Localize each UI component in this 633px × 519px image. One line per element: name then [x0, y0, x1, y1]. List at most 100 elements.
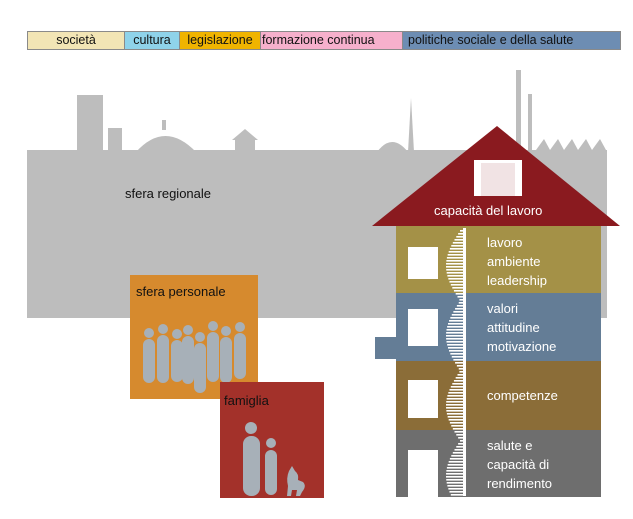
floor-4-line-3: rendimento	[487, 476, 553, 491]
stair-step-20	[453, 290, 463, 292]
stair-step-5	[451, 245, 463, 247]
floor-1-line-1: lavoro	[487, 235, 523, 250]
stair-step-25	[456, 305, 463, 307]
stair-step-18	[450, 284, 463, 286]
stair-step-26	[455, 308, 463, 310]
stair-step-37	[446, 341, 463, 343]
stair-step-59	[446, 407, 463, 409]
stair-step-19	[452, 287, 463, 289]
stair-step-46	[458, 368, 463, 370]
stair-step-44	[455, 362, 463, 364]
stair-step-0	[460, 230, 463, 232]
stair-step-83	[446, 479, 463, 481]
stair-step-82	[446, 476, 463, 478]
stair-step-22	[457, 296, 463, 298]
stair-step-1	[458, 233, 463, 235]
personal-sphere-label: sfera personale	[136, 284, 226, 299]
stair-step-16	[448, 278, 463, 280]
house-side-ledge	[375, 337, 398, 359]
legend-item-politiche: politiche sociale e della salute	[403, 32, 620, 49]
stair-step-74	[452, 452, 463, 454]
stair-step-32	[447, 326, 463, 328]
stair-step-69	[458, 437, 463, 439]
stair-step-77	[448, 461, 463, 463]
stair-step-80	[446, 470, 463, 472]
stair-step-76	[449, 458, 463, 460]
stair-step-29	[450, 317, 463, 319]
stair-step-87	[449, 491, 463, 493]
legend-item-societa: società	[28, 32, 125, 49]
stair-step-66	[452, 428, 463, 430]
stair-step-79	[446, 467, 463, 469]
stair-step-43	[453, 359, 463, 361]
floor-2-label: valori attitudine motivazione	[487, 299, 556, 356]
stair-step-33	[446, 329, 463, 331]
stair-step-54	[448, 392, 463, 394]
stair-step-11	[446, 263, 463, 265]
stair-step-13	[446, 269, 463, 271]
stair-step-31	[447, 323, 463, 325]
personal-sphere-box	[130, 275, 258, 399]
stair-step-8	[447, 254, 463, 256]
stair-step-10	[446, 260, 463, 262]
stair-step-81	[446, 473, 463, 475]
staircase-spine	[463, 228, 466, 496]
stair-step-73	[454, 449, 463, 451]
floor-4-line-2: capacità di	[487, 457, 550, 472]
floor-4-line-1: salute e	[487, 438, 533, 453]
stair-step-88	[450, 494, 463, 496]
stair-step-51	[452, 383, 463, 385]
stair-step-17	[449, 281, 463, 283]
floor-3-label: competenze	[487, 386, 558, 405]
stair-step-58	[446, 404, 463, 406]
stair-step-4	[452, 242, 463, 244]
stair-step-48	[457, 374, 463, 376]
family-label: famiglia	[224, 393, 269, 408]
stair-step-14	[446, 272, 463, 274]
stair-step-27	[453, 311, 463, 313]
floor-1-label: lavoro ambiente leadership	[487, 233, 547, 290]
stair-step-55	[447, 395, 463, 397]
stair-step-41	[450, 353, 463, 355]
stair-step-52	[450, 386, 463, 388]
stair-step-78	[447, 464, 463, 466]
stair-step-53	[449, 389, 463, 391]
stair-step-86	[448, 488, 463, 490]
stair-step-28	[451, 314, 463, 316]
stair-step-36	[446, 338, 463, 340]
stair-step-34	[446, 332, 463, 334]
stair-step-63	[448, 419, 463, 421]
roof-window	[474, 160, 522, 196]
stair-step-60	[446, 410, 463, 412]
stair-step-85	[447, 485, 463, 487]
door	[408, 450, 438, 497]
stair-step-42	[451, 356, 463, 358]
legend-item-formazione-continua: formazione continua	[261, 32, 403, 49]
stair-step-65	[451, 425, 463, 427]
house	[372, 126, 620, 497]
stair-step-15	[447, 275, 463, 277]
stair-step-45	[456, 365, 463, 367]
stair-step-64	[449, 422, 463, 424]
stair-step-84	[446, 482, 463, 484]
legend-item-legislazione: legislazione	[180, 32, 261, 49]
stair-step-47	[459, 371, 463, 373]
stair-step-62	[447, 416, 463, 418]
stair-step-61	[446, 413, 463, 415]
stair-step-30	[449, 320, 463, 322]
stair-step-9	[446, 257, 463, 259]
window-floor-1	[408, 247, 438, 279]
legend-bar: società cultura legislazione formazione …	[27, 31, 621, 50]
stair-step-49	[455, 377, 463, 379]
family-box	[220, 382, 324, 498]
stair-step-3	[454, 239, 463, 241]
floor-1-line-3: leadership	[487, 273, 547, 288]
stair-step-39	[447, 347, 463, 349]
stair-step-23	[459, 299, 463, 301]
regional-sphere-label: sfera regionale	[125, 186, 211, 201]
stair-step-72	[456, 446, 463, 448]
staircase	[446, 228, 466, 496]
stair-step-70	[460, 440, 463, 442]
stair-step-56	[446, 398, 463, 400]
